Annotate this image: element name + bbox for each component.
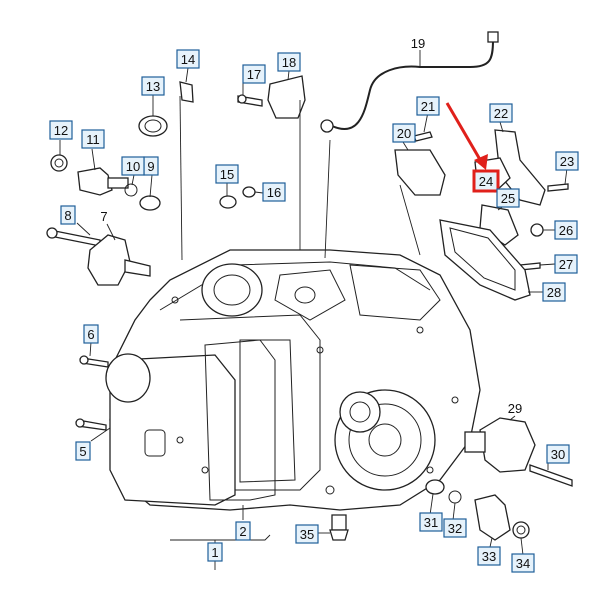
svg-text:14: 14 xyxy=(181,52,195,67)
svg-text:35: 35 xyxy=(300,527,314,542)
label-13: 13 xyxy=(141,76,165,96)
label-28: 28 xyxy=(542,282,566,302)
svg-text:12: 12 xyxy=(54,123,68,138)
label-33: 33 xyxy=(477,546,501,566)
svg-text:15: 15 xyxy=(220,167,234,182)
svg-text:9: 9 xyxy=(147,159,154,174)
svg-text:13: 13 xyxy=(146,79,160,94)
small-parts xyxy=(46,31,573,541)
label-5: 5 xyxy=(75,441,91,461)
label-8: 8 xyxy=(60,205,76,225)
label-22: 22 xyxy=(489,103,513,123)
label-35: 35 xyxy=(295,524,319,544)
svg-text:28: 28 xyxy=(547,285,561,300)
svg-text:21: 21 xyxy=(421,99,435,114)
label-23: 23 xyxy=(555,151,579,171)
highlight-arrow xyxy=(445,102,488,170)
svg-text:11: 11 xyxy=(86,132,100,147)
svg-text:34: 34 xyxy=(516,556,530,571)
label-6: 6 xyxy=(83,324,99,344)
label-17: 17 xyxy=(242,64,266,84)
label-24-highlighted: 24 xyxy=(472,169,500,193)
svg-text:20: 20 xyxy=(397,126,411,141)
svg-text:30: 30 xyxy=(551,447,565,462)
svg-text:24: 24 xyxy=(479,174,493,189)
label-9: 9 xyxy=(143,156,159,176)
label-20: 20 xyxy=(392,123,416,143)
svg-text:8: 8 xyxy=(64,208,71,223)
svg-text:1: 1 xyxy=(211,545,218,560)
callout-labels: 1 2 5 6 8 9 10 11 12 13 14 15 16 17 18 2… xyxy=(49,36,579,573)
svg-text:17: 17 xyxy=(247,67,261,82)
label-7: 7 xyxy=(100,209,107,224)
label-19: 19 xyxy=(411,36,425,51)
label-1: 1 xyxy=(207,542,223,562)
label-26: 26 xyxy=(554,220,578,240)
svg-text:31: 31 xyxy=(424,515,438,530)
label-14: 14 xyxy=(176,49,200,69)
label-31: 31 xyxy=(419,512,443,532)
svg-text:22: 22 xyxy=(494,106,508,121)
svg-text:25: 25 xyxy=(501,191,515,206)
label-21: 21 xyxy=(416,96,440,116)
label-32: 32 xyxy=(443,518,467,538)
svg-text:18: 18 xyxy=(282,55,296,70)
svg-text:33: 33 xyxy=(482,549,496,564)
transmission-housing xyxy=(105,249,481,511)
label-12: 12 xyxy=(49,120,73,140)
label-16: 16 xyxy=(262,182,286,202)
svg-text:10: 10 xyxy=(126,159,140,174)
label-34: 34 xyxy=(511,553,535,573)
label-18: 18 xyxy=(277,52,301,72)
svg-text:6: 6 xyxy=(87,327,94,342)
label-30: 30 xyxy=(546,444,570,464)
svg-text:16: 16 xyxy=(267,185,281,200)
label-2: 2 xyxy=(235,521,251,541)
svg-text:27: 27 xyxy=(559,257,573,272)
label-10: 10 xyxy=(121,156,145,176)
svg-text:26: 26 xyxy=(559,223,573,238)
svg-text:23: 23 xyxy=(560,154,574,169)
label-27: 27 xyxy=(554,254,578,274)
svg-text:32: 32 xyxy=(448,521,462,536)
label-15: 15 xyxy=(215,164,239,184)
label-29: 29 xyxy=(508,401,522,416)
svg-text:2: 2 xyxy=(239,524,246,539)
svg-text:5: 5 xyxy=(79,444,86,459)
label-11: 11 xyxy=(81,129,105,149)
label-25: 25 xyxy=(496,188,520,208)
